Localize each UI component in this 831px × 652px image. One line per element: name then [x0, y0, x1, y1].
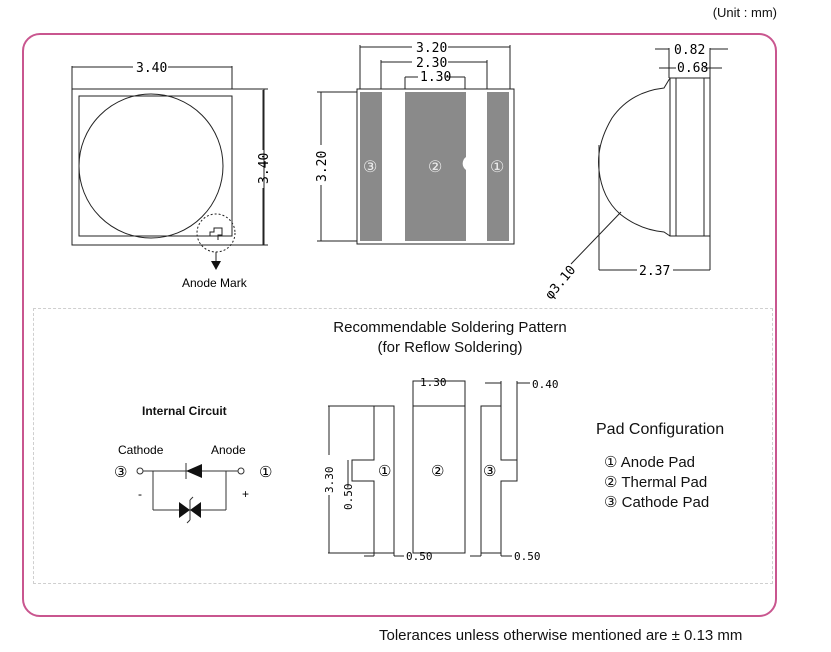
solder-thermal-width-dim: 1.30: [420, 376, 447, 389]
bottom-thermal-width-dim: 1.30: [420, 70, 451, 85]
top-view-outer-body: [71, 88, 265, 246]
minus-sign: -: [138, 487, 142, 501]
solder-pad-label-3: ③: [483, 463, 496, 480]
solder-height-dim: 3.30: [323, 467, 336, 494]
pad-2-thermal: [405, 92, 466, 241]
side-dim-top-outer: 0.82: [674, 43, 705, 58]
solder-pad-3: [480, 405, 518, 554]
internal-circuit-title: Internal Circuit: [142, 404, 227, 418]
top-view-lens: [78, 93, 224, 239]
bottom-pad-label-1: ①: [490, 159, 504, 176]
tolerance-note: Tolerances unless otherwise mentioned ar…: [379, 627, 743, 644]
tvs-diode-left: [179, 502, 190, 518]
plus-sign: +: [242, 487, 249, 501]
side-dim-bottom: 2.37: [639, 264, 670, 279]
solder-pad-label-2: ②: [431, 463, 444, 480]
bottom-pad-span-dim: 2.30: [416, 56, 447, 71]
solder-pad-1: [351, 405, 395, 554]
side-view-lens: [598, 77, 671, 237]
anode-mark-label: Anode Mark: [182, 276, 248, 290]
lens-diameter-dim: φ3.10: [543, 263, 580, 303]
pad-config-item: ② Thermal Pad: [604, 474, 708, 491]
bottom-pad-label-2: ②: [428, 159, 442, 176]
anode-label: Anode: [211, 443, 246, 457]
diode-symbol: [186, 464, 202, 478]
top-width-dim: 3.40: [136, 61, 167, 76]
pad-3-cathode: [360, 92, 382, 241]
pad-config-item: ① Anode Pad: [604, 454, 696, 471]
side-dim-top-inner: 0.68: [677, 61, 708, 76]
pad-configuration-title: Pad Configuration: [596, 421, 725, 438]
bottom-pad-label-3: ③: [363, 159, 377, 176]
soldering-pattern-subtitle: (for Reflow Soldering): [377, 339, 523, 356]
tvs-diode-right: [190, 502, 201, 518]
drawing-frame: [22, 33, 777, 617]
bottom-outer-width-dim: 3.20: [416, 41, 447, 56]
pad-configuration: Pad Configuration ① Anode Pad ② Thermal …: [596, 421, 724, 513]
unit-label: (Unit : mm): [712, 5, 777, 20]
soldering-pattern-title: Recommendable Soldering Pattern: [333, 319, 567, 336]
pad-config-item: ③ Cathode Pad: [604, 494, 710, 511]
anode-pin: ①: [259, 464, 272, 481]
soldering-pattern-box: [33, 308, 773, 584]
solder-notch-dim: 0.50: [342, 484, 355, 511]
cathode-label: Cathode: [118, 443, 164, 457]
solder-gap-left-dim: 0.50: [406, 550, 433, 563]
solder-pad-label-1: ①: [378, 463, 391, 480]
solder-pad-width-dim: 0.40: [532, 378, 559, 391]
bottom-height-dim: 3.20: [315, 151, 330, 182]
solder-gap-right-dim: 0.50: [514, 550, 541, 563]
cathode-pin: ③: [114, 464, 127, 481]
bottom-view-body: [356, 88, 515, 245]
pad-1-anode: [487, 92, 509, 241]
top-height-dim: 3.40: [257, 153, 272, 184]
